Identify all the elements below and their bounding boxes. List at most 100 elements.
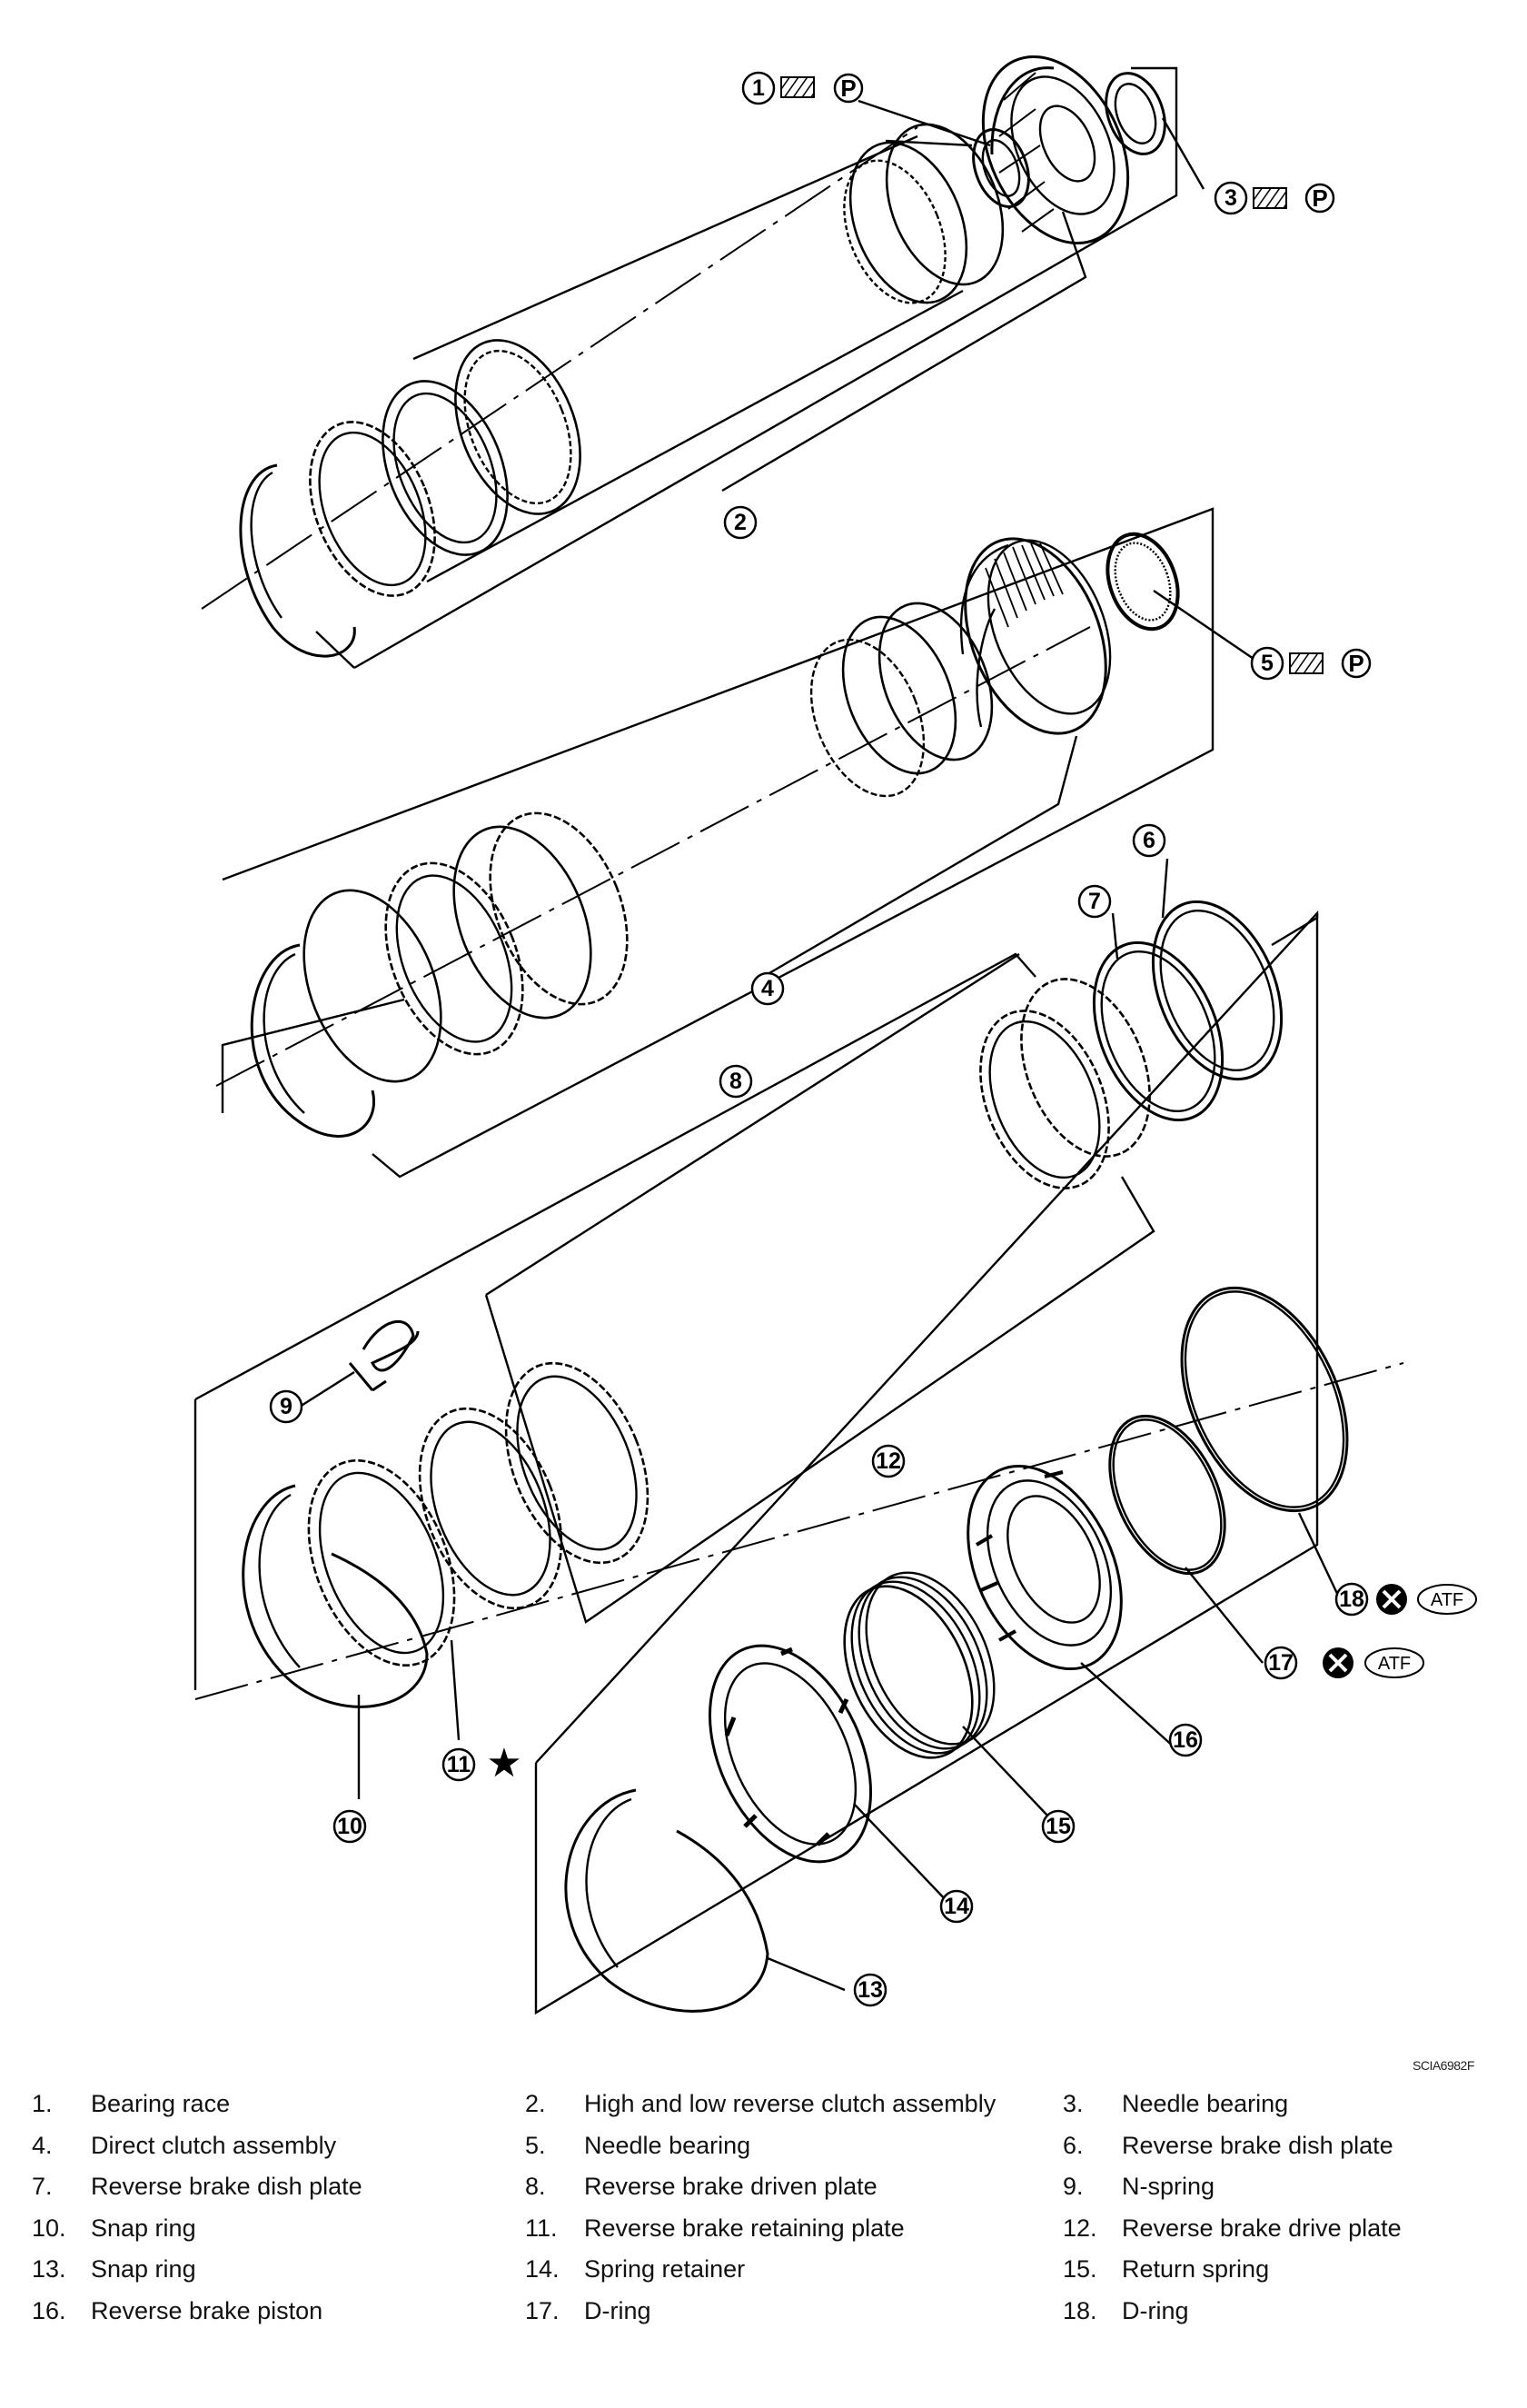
callout-11: 11: [441, 1747, 476, 1782]
legend-number: 9.: [1063, 2173, 1084, 2200]
clutch-drum: [981, 55, 1130, 245]
svg-text:P: P: [1348, 650, 1363, 677]
callout-6: 6: [1132, 823, 1166, 858]
legend-label: Reverse brake piston: [91, 2296, 323, 2324]
legend-number: 12.: [1063, 2214, 1097, 2242]
callout-10: 10: [332, 1809, 367, 1844]
legend-number: 17.: [525, 2296, 560, 2324]
dish-plate-6: [1151, 900, 1284, 1081]
legend-number: 3.: [1063, 2090, 1084, 2117]
legend-number: 15.: [1063, 2255, 1097, 2283]
atf-icon-18: ATF: [1417, 1584, 1477, 1615]
legend-label: Needle bearing: [1122, 2090, 1289, 2117]
apply-petroleum-jelly-icon-1: P: [780, 73, 864, 104]
legend-label: Reverse brake drive plate: [1122, 2214, 1402, 2242]
callout-14: 14: [939, 1889, 974, 1924]
figure-code: SCIA6982F: [1413, 2058, 1474, 2073]
legend-label: Reverse brake dish plate: [1122, 2131, 1393, 2159]
reverse-brake-piston-16: [967, 1464, 1123, 1671]
retaining-plate-11: [307, 1459, 456, 1667]
callout-13: 13: [853, 1973, 887, 2007]
callout-15: 15: [1041, 1809, 1076, 1844]
d-ring-17: [1108, 1414, 1226, 1576]
legend-label: Snap ring: [91, 2255, 196, 2283]
group-direct-clutch: [215, 507, 1215, 1179]
legend-number: 4.: [32, 2131, 53, 2159]
callout-number: 14: [944, 1894, 969, 1919]
legend-label: Spring retainer: [584, 2255, 746, 2283]
snap-ring-13: [564, 1788, 769, 2013]
callout-9: 9: [269, 1389, 303, 1424]
callout-16: 16: [1168, 1723, 1203, 1757]
atf-icon-17: ATF: [1364, 1647, 1424, 1678]
callout-number: 5: [1261, 651, 1274, 676]
dish-plate-7: [1092, 940, 1225, 1122]
callout-8: 8: [719, 1064, 753, 1099]
callout-number: 10: [337, 1814, 362, 1839]
callout-number: 12: [876, 1448, 901, 1474]
callout-number: 13: [858, 1977, 883, 2003]
legend-number: 13.: [32, 2255, 66, 2283]
symbol-layer: P P P ATF ATF ★: [486, 73, 1477, 1786]
legend-label: Reverse brake retaining plate: [584, 2214, 905, 2242]
legend-number: 8.: [525, 2173, 546, 2200]
svg-text:ATF: ATF: [1431, 1590, 1463, 1610]
star-icon: ★: [486, 1740, 521, 1786]
legend-label: Needle bearing: [584, 2131, 751, 2159]
callout-3: 3: [1214, 181, 1248, 215]
d-ring-18: [1180, 1286, 1349, 1513]
callout-number: 8: [729, 1069, 742, 1094]
callout-17: 17: [1264, 1646, 1298, 1680]
legend-number: 16.: [32, 2296, 66, 2324]
legend-label: High and low reverse clutch assembly: [584, 2090, 997, 2117]
callout-number: 11: [447, 1752, 471, 1777]
snap-ring-10: [242, 1484, 429, 1708]
legend-number: 18.: [1063, 2296, 1097, 2324]
callout-number: 15: [1046, 1814, 1071, 1839]
do-not-reuse-icon-18: [1376, 1584, 1407, 1615]
group-high-low-reverse-clutch: [201, 55, 1178, 670]
legend-label: Snap ring: [91, 2214, 196, 2242]
legend-label: D-ring: [584, 2296, 651, 2324]
callout-number: 17: [1268, 1650, 1294, 1676]
direct-clutch-drum: [959, 537, 1112, 735]
spring-retainer-14: [708, 1644, 873, 1864]
legend-number: 2.: [525, 2090, 546, 2117]
svg-text:P: P: [840, 75, 856, 102]
callout-18: 18: [1334, 1582, 1369, 1617]
legend-number: 7.: [32, 2173, 53, 2200]
apply-petroleum-jelly-icon-5: P: [1289, 648, 1372, 679]
callout-number: 6: [1143, 828, 1155, 853]
callout-number: 3: [1225, 185, 1237, 211]
legend-label: D-ring: [1122, 2296, 1189, 2324]
callout-4: 4: [750, 971, 785, 1006]
callout-number: 16: [1173, 1727, 1198, 1753]
legend-label: Direct clutch assembly: [91, 2131, 337, 2159]
callout-5: 5: [1250, 646, 1284, 681]
legend-number: 14.: [525, 2255, 560, 2283]
legend-number: 1.: [32, 2090, 53, 2117]
legend-label: Bearing race: [91, 2090, 231, 2117]
legend-label: Reverse brake driven plate: [584, 2173, 878, 2200]
legend-number: 11.: [525, 2214, 558, 2242]
callout-number: 4: [761, 976, 774, 1001]
callout-number: 2: [734, 510, 747, 535]
apply-petroleum-jelly-icon-3: P: [1253, 183, 1335, 214]
svg-text:P: P: [1312, 184, 1327, 212]
callout-number: 18: [1339, 1587, 1364, 1612]
callout-7: 7: [1077, 884, 1112, 919]
callout-1: 1: [741, 71, 776, 105]
legend-number: 6.: [1063, 2131, 1084, 2159]
needle-bearing-5: [1106, 532, 1180, 632]
do-not-reuse-icon-17: [1323, 1647, 1353, 1678]
legend-label: Return spring: [1122, 2255, 1270, 2283]
legend-number: 10.: [32, 2214, 66, 2242]
svg-text:ATF: ATF: [1378, 1654, 1411, 1674]
needle-bearing-3: [1105, 72, 1166, 155]
callout-number: 1: [752, 75, 765, 101]
group-reverse-brake: [193, 99, 1404, 2015]
callout-2: 2: [723, 505, 758, 540]
callout-number: 7: [1088, 889, 1101, 914]
